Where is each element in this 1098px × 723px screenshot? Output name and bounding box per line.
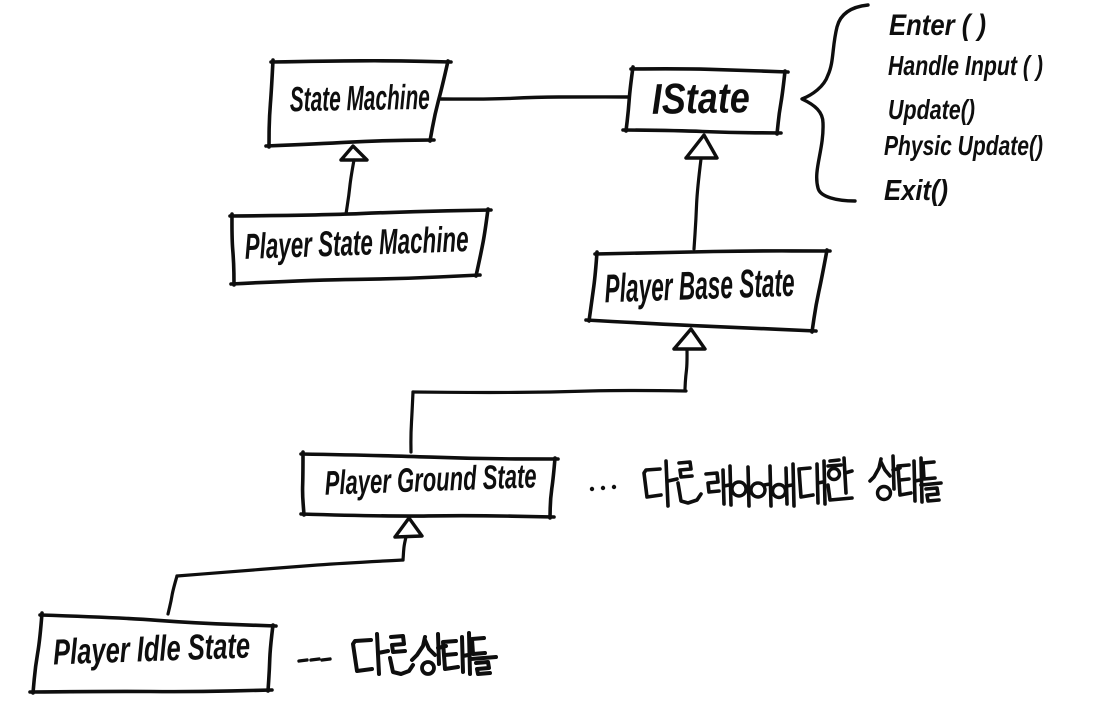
svg-text:Exit(): Exit() bbox=[884, 175, 948, 207]
svg-text:Player State Machine: Player State Machine bbox=[244, 218, 469, 267]
svg-text:Physic Update(): Physic Update() bbox=[884, 130, 1043, 161]
svg-text:State Machine: State Machine bbox=[289, 78, 430, 119]
svg-text:Handle Input ( ): Handle Input ( ) bbox=[888, 50, 1043, 81]
svg-text:Player Base State: Player Base State bbox=[604, 261, 795, 312]
svg-text:Update(): Update() bbox=[888, 94, 975, 125]
svg-text:Player Idle State: Player Idle State bbox=[52, 625, 250, 673]
svg-text:IState: IState bbox=[651, 74, 750, 124]
svg-text:Player Ground State: Player Ground State bbox=[324, 457, 537, 502]
svg-text:Enter ( ): Enter ( ) bbox=[889, 9, 986, 42]
